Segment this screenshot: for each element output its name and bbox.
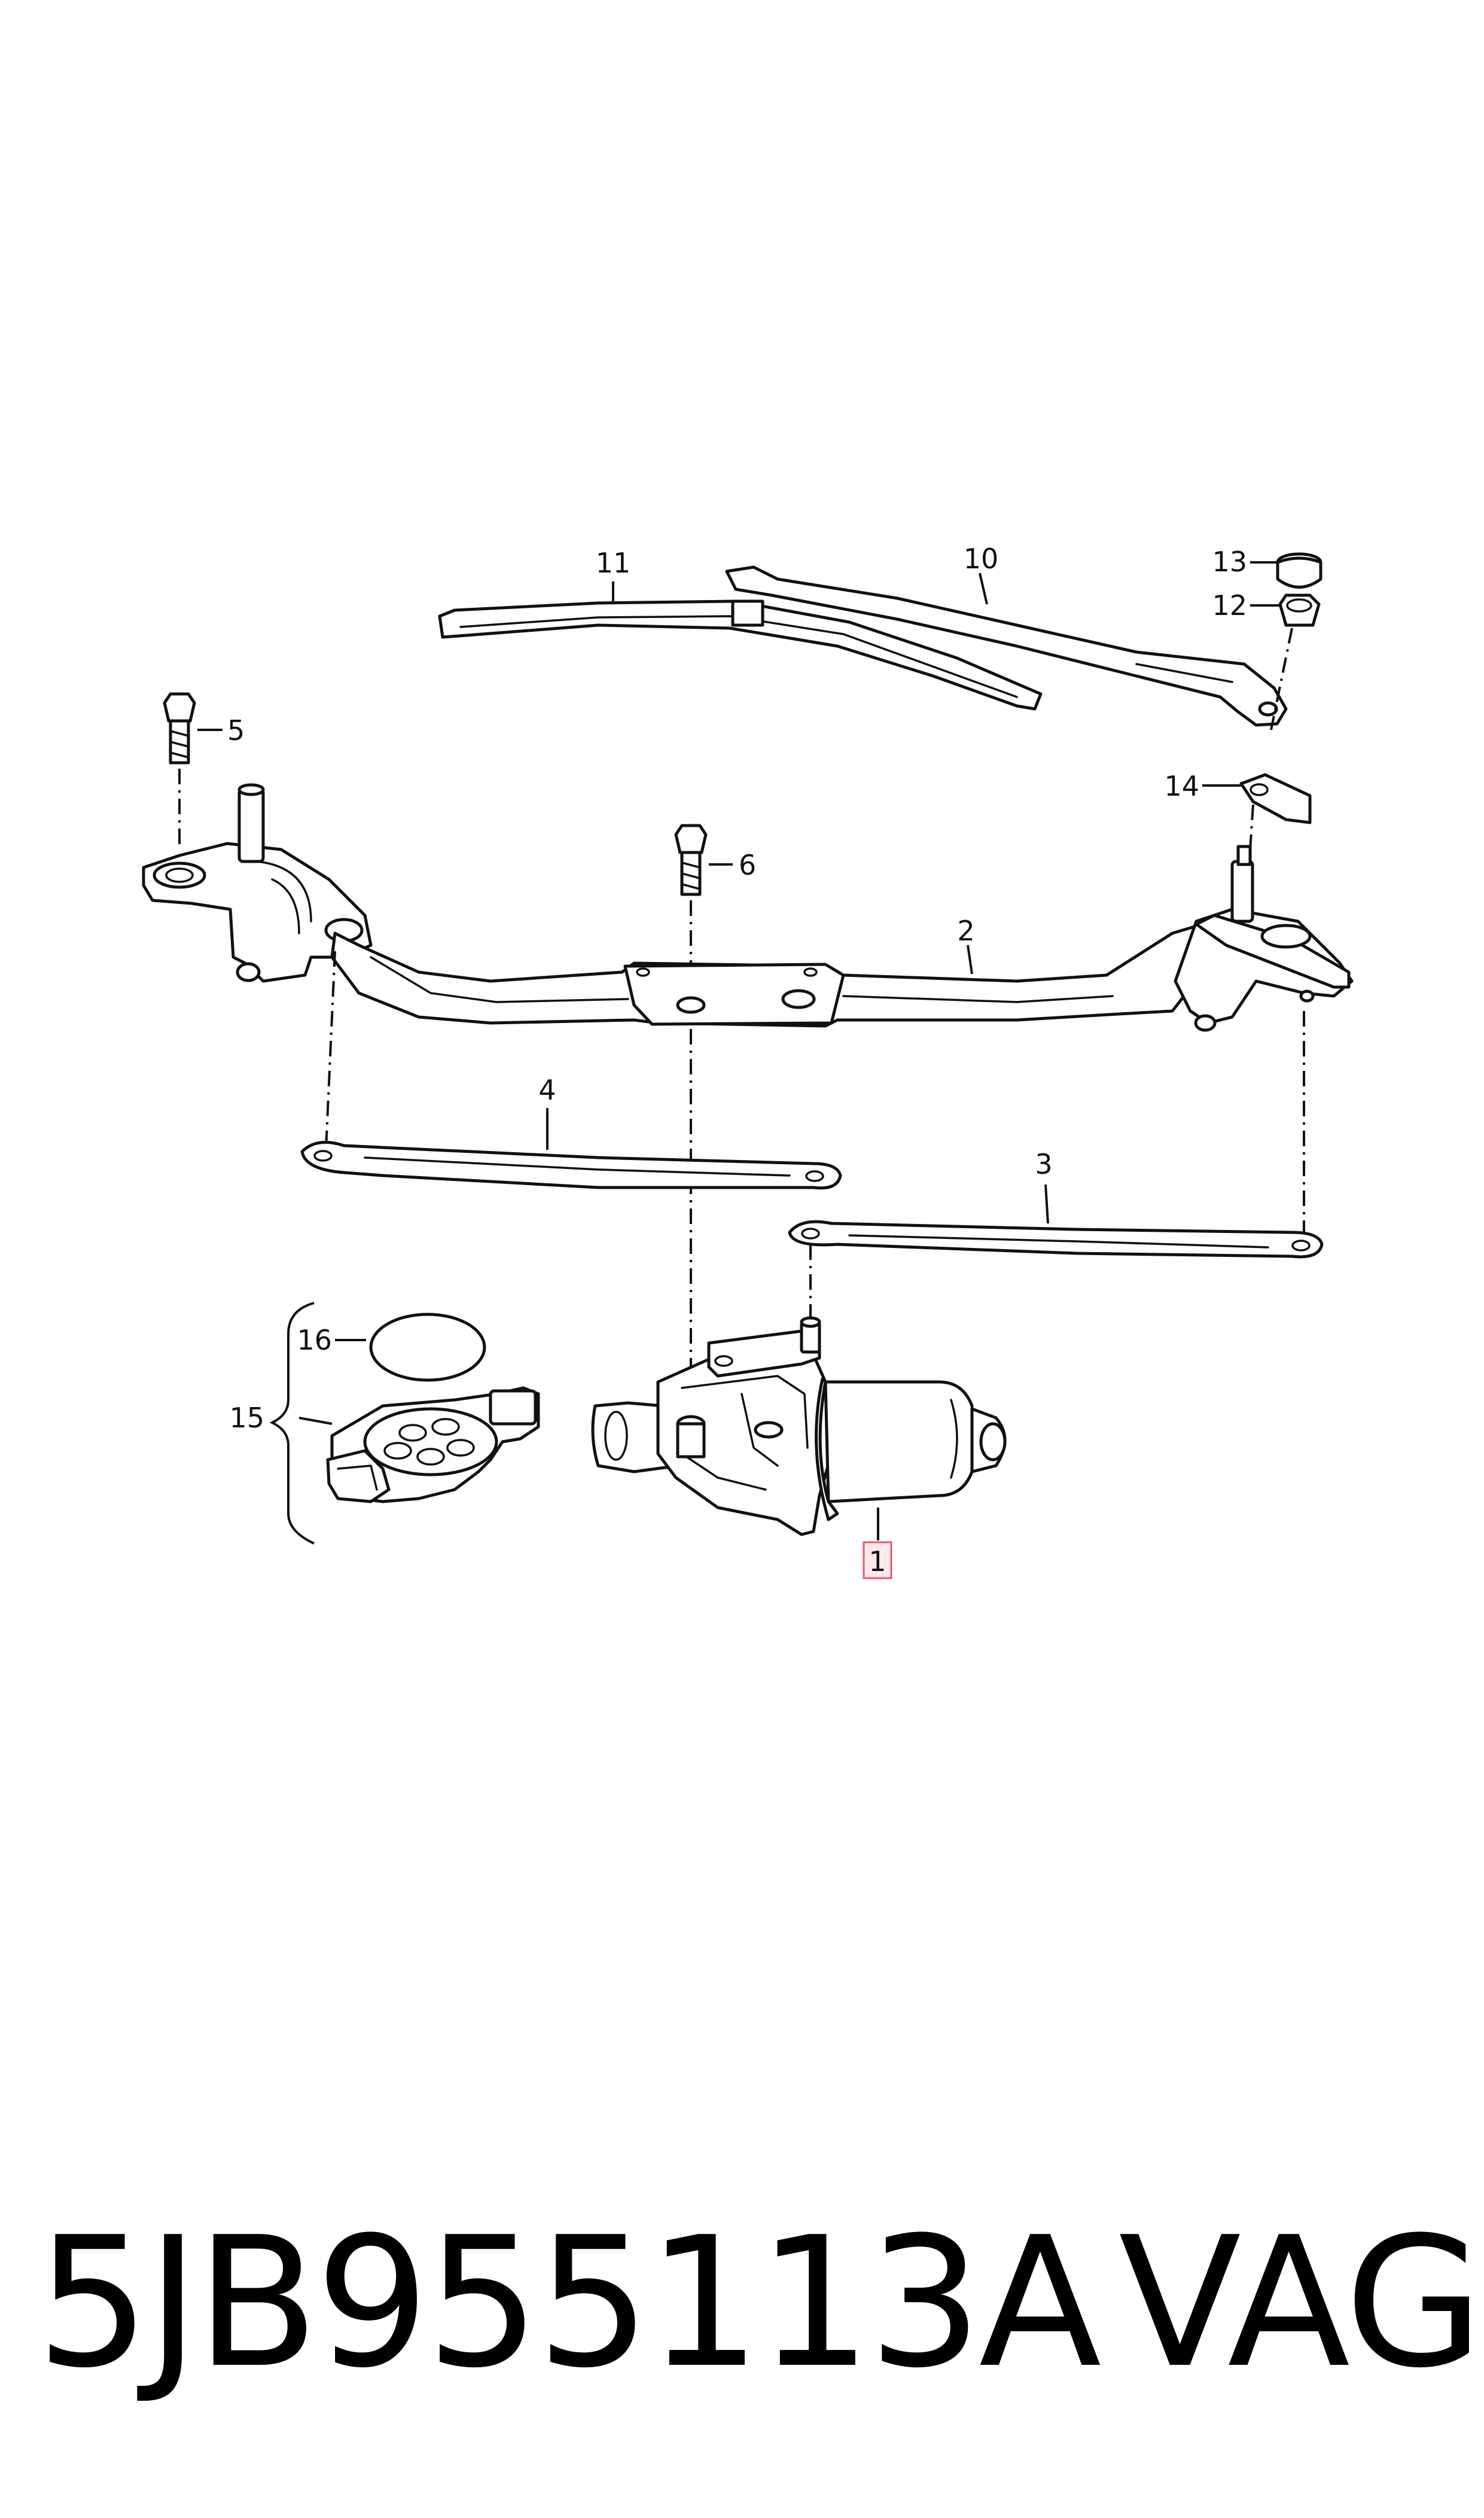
wiper-frame-part-2 bbox=[142, 783, 1354, 1032]
callout-10: 10 bbox=[964, 543, 999, 575]
wiper-blade-part-11 bbox=[438, 599, 1043, 711]
callout-3: 3 bbox=[1035, 1148, 1052, 1180]
bolt-part-5 bbox=[163, 692, 196, 765]
callout-1: 1 bbox=[869, 1545, 886, 1578]
bolt-part-6 bbox=[674, 824, 708, 896]
nut-part-12 bbox=[1278, 593, 1321, 627]
gasket-part-16 bbox=[369, 1313, 486, 1382]
rain-sensor-part-15 bbox=[326, 1386, 540, 1503]
callout-5: 5 bbox=[227, 714, 245, 747]
leader-lines bbox=[197, 561, 1280, 1540]
callout-12: 12 bbox=[1212, 589, 1247, 622]
callout-6: 6 bbox=[739, 849, 756, 881]
callout-2: 2 bbox=[957, 915, 974, 947]
brand-name: VAG bbox=[1119, 2199, 1483, 2407]
bracket-part-14 bbox=[1239, 773, 1312, 824]
wiper-motor-part-1 bbox=[591, 1316, 1007, 1536]
callout-13: 13 bbox=[1212, 546, 1247, 578]
callout-labels: 11 10 13 12 14 5 6 2 4 3 16 15 1 bbox=[227, 543, 1247, 1579]
callout-1-highlight bbox=[863, 1541, 892, 1579]
link-rod-part-3 bbox=[788, 1220, 1324, 1259]
callout-16: 16 bbox=[297, 1324, 332, 1356]
callout-14: 14 bbox=[1164, 770, 1199, 802]
group-brace bbox=[269, 1302, 315, 1545]
wiper-arm-part-10 bbox=[725, 565, 1288, 727]
callout-15: 15 bbox=[229, 1402, 264, 1434]
link-rod-part-4 bbox=[300, 1140, 842, 1190]
cap-part-13 bbox=[1276, 552, 1323, 589]
part-number: 5JB955113A bbox=[36, 2199, 1102, 2407]
callout-4: 4 bbox=[538, 1074, 556, 1106]
callout-11: 11 bbox=[596, 547, 631, 579]
